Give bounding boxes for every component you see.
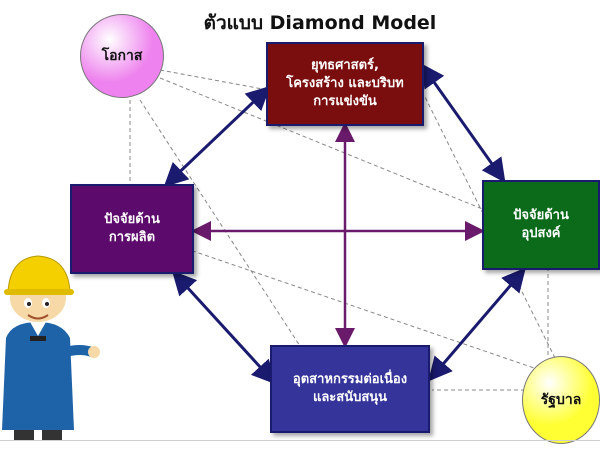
dashed-link-government-factor [189, 249, 541, 371]
strategy-structure-rivalry-label: ยุทธศาสตร์, โครงสร้าง และบริบท การแข่งขั… [286, 58, 404, 109]
government-circle: รัฐบาล [522, 356, 600, 444]
related-supporting-industries-box: อุตสาหกรรมต่อเนื่อง และสนับสนุน [270, 345, 430, 433]
arrow-strategy-demand [420, 63, 506, 183]
demand-conditions-label: ปัจจัยด้าน อุปสงค์ [513, 208, 569, 241]
page-title: ตัวแบบ Diamond Model [203, 12, 437, 34]
strategy-structure-rivalry-box: ยุทธศาสตร์, โครงสร้าง และบริบท การแข่งขั… [266, 42, 424, 126]
government-label: รัฐบาล [540, 392, 582, 408]
chance-label: โอกาส [101, 48, 143, 64]
construction-worker-icon [2, 255, 100, 440]
factor-conditions-label: ปัจจัยด้าน การผลิต [104, 212, 160, 245]
chance-circle: โอกาส [80, 14, 164, 98]
arrow-strategy-factor [163, 85, 271, 188]
arrow-factor-industries [171, 270, 277, 385]
related-supporting-industries-label: อุตสาหกรรมต่อเนื่อง และสนับสนุน [292, 372, 408, 405]
arrow-demand-industries [428, 267, 526, 382]
footer-divider [0, 440, 600, 441]
factor-conditions-box: ปัจจัยด้าน การผลิต [70, 184, 194, 274]
dashed-link-chance-strategy [159, 69, 269, 91]
demand-conditions-box: ปัจจัยด้าน อุปสงค์ [482, 180, 600, 270]
